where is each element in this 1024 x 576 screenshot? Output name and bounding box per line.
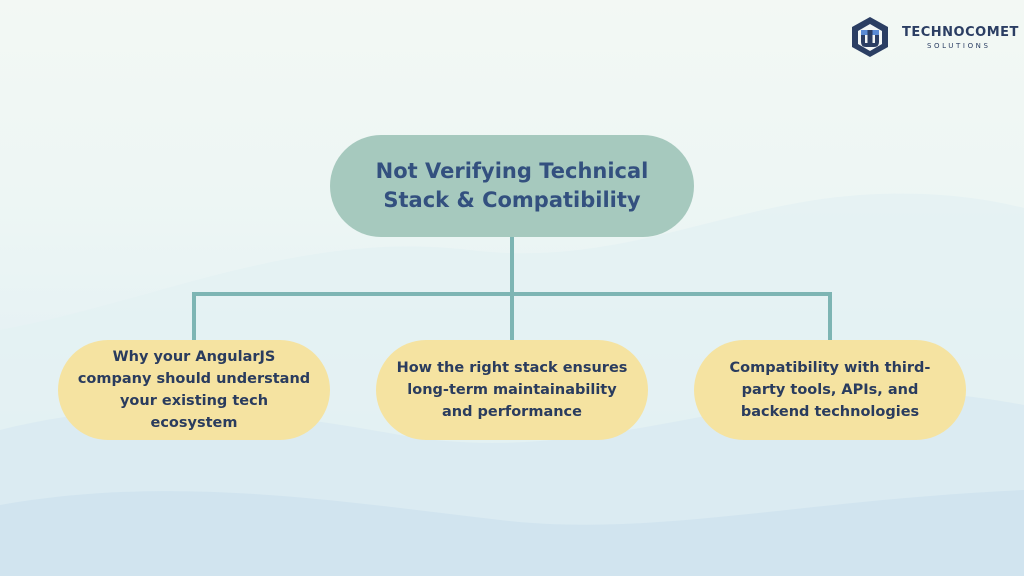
brand-name: TECHNOCOMET <box>902 25 1019 40</box>
child-node-compatibility: Compatibility with third-party tools, AP… <box>694 340 966 440</box>
child-node-label: How the right stack ensures long-term ma… <box>396 360 628 420</box>
child-node-label: Why your AngularJS company should unders… <box>77 349 311 431</box>
technocomet-logo-icon <box>852 17 888 57</box>
brand-logo: TECHNOCOMET SOLUTIONS <box>849 16 1019 58</box>
brand-subtitle: SOLUTIONS <box>927 42 991 50</box>
child-node-maintainability: How the right stack ensures long-term ma… <box>376 340 648 440</box>
root-node-label: Not Verifying Technical Stack & Compatib… <box>375 159 649 212</box>
child-node-ecosystem: Why your AngularJS company should unders… <box>58 340 330 440</box>
background-wave-3 <box>0 490 1024 576</box>
child-node-label: Compatibility with third-party tools, AP… <box>729 360 931 420</box>
root-node: Not Verifying Technical Stack & Compatib… <box>330 135 694 237</box>
